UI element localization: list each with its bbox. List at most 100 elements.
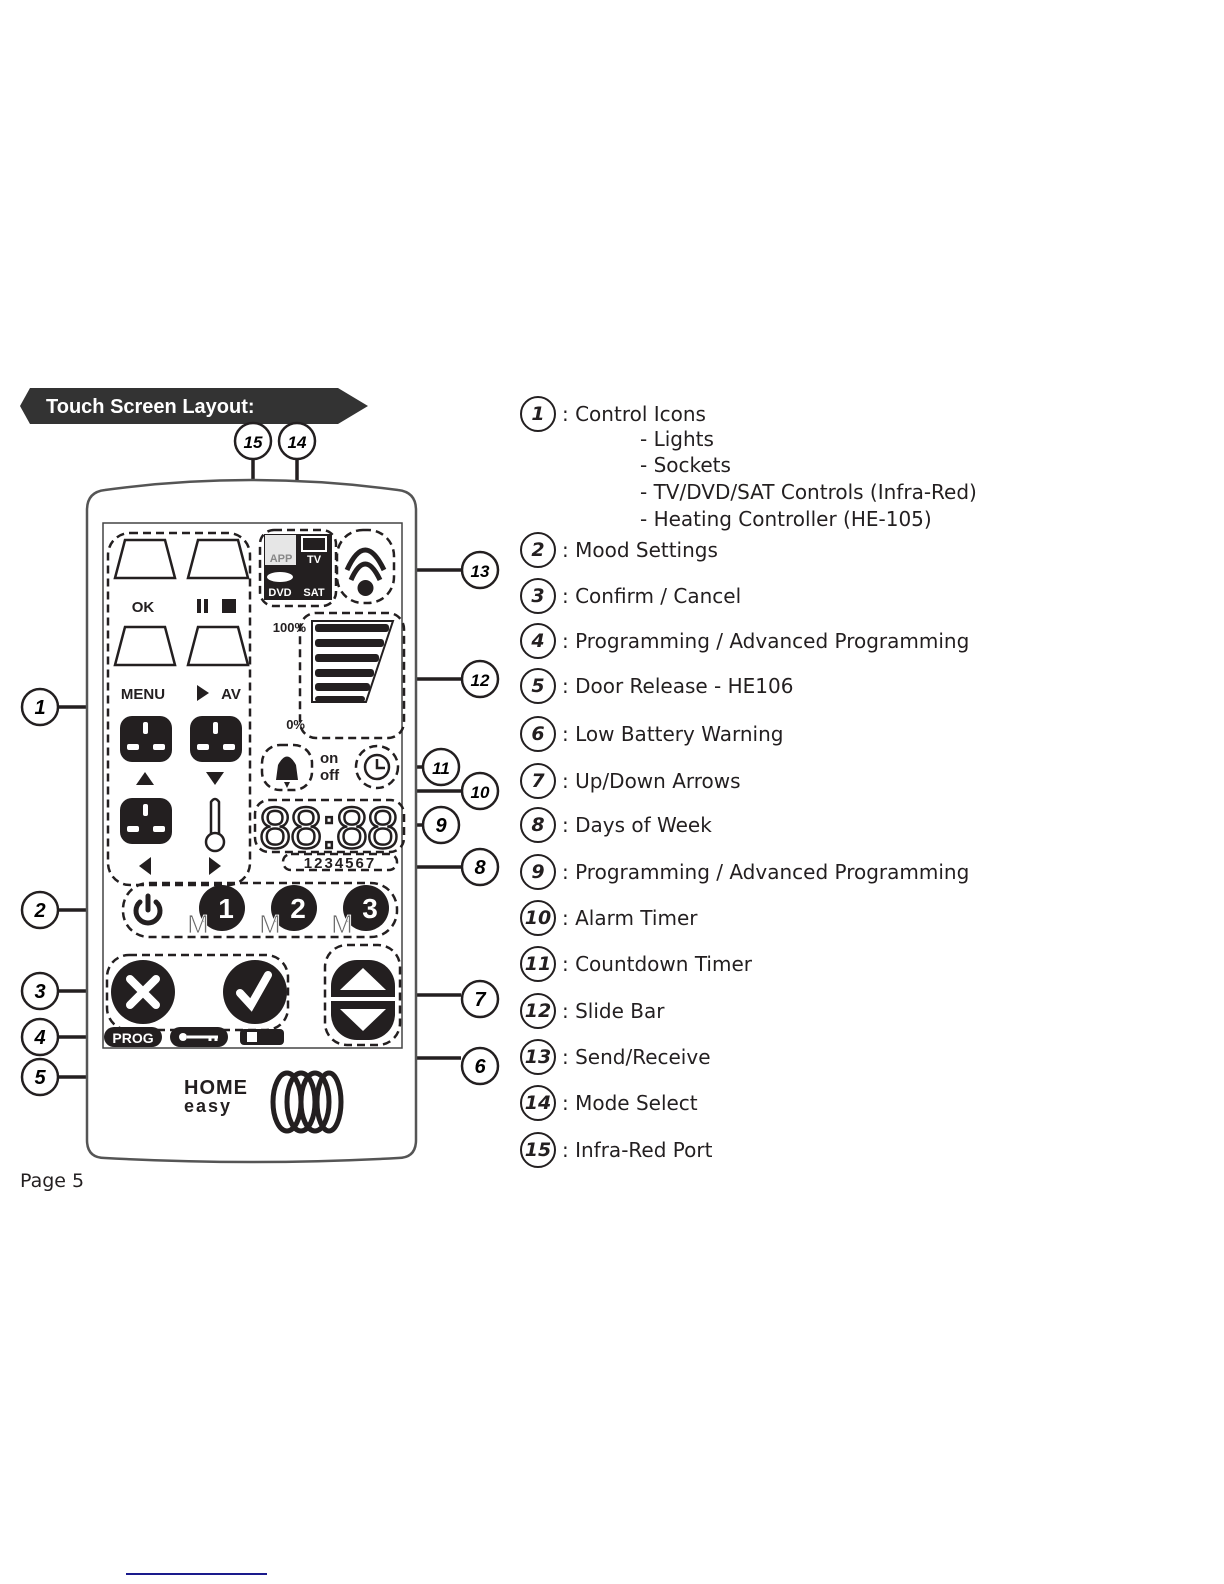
play-icon [197, 685, 209, 701]
legend-text: : Up/Down Arrows [562, 769, 741, 793]
legend-number: 5 [520, 668, 556, 704]
callout-number: 11 [432, 759, 450, 778]
legend-text: : Slide Bar [562, 999, 665, 1023]
legend-item: 9: Programming / Advanced Programming [520, 854, 969, 890]
left-arrow-icon [139, 857, 151, 875]
legend-number: 10 [520, 900, 556, 936]
mood-m-label: M [259, 909, 281, 939]
legend-text: : Confirm / Cancel [562, 584, 742, 608]
send-receive-icon [344, 547, 387, 596]
mood-buttons [199, 885, 389, 931]
callout-number: 2 [33, 900, 45, 922]
legend-item: 13: Send/Receive [520, 1039, 711, 1075]
legend-item: 5: Door Release - HE106 [520, 668, 793, 704]
legend-text: : Mood Settings [562, 538, 718, 562]
legend-number: 11 [520, 946, 556, 982]
legend-text: : Programming / Advanced Programming [562, 629, 970, 653]
socket-icons [120, 716, 242, 844]
legend-item: 1: Control Icons [520, 396, 706, 432]
days-of-week: 1234567 [304, 855, 376, 872]
mood-1-label: 1 [218, 893, 234, 924]
callout-number: 13 [471, 562, 490, 581]
callout-circle [460, 1046, 500, 1086]
tv-label: TV [307, 554, 322, 566]
callout-circle [20, 687, 60, 727]
home-easy-logo: HOME easy [184, 1070, 344, 1134]
legend-number: 3 [520, 578, 556, 614]
legend-number: 1 [520, 396, 556, 432]
legend-subitem: - Sockets [640, 453, 731, 477]
callout-number: 9 [435, 815, 447, 837]
down-arrow-icon [206, 772, 224, 785]
right-arrow-icon [209, 857, 221, 875]
mood-3-label: 3 [362, 893, 378, 924]
low-battery-icon [240, 1029, 284, 1045]
legend-text: : Door Release - HE106 [562, 674, 794, 698]
confirm-icon [223, 960, 287, 1024]
legend-text: : Send/Receive [562, 1045, 711, 1069]
callout-circle [460, 659, 500, 699]
callout-circle [233, 421, 273, 461]
legend-subitem: - Heating Controller (HE-105) [640, 507, 932, 531]
legend-text: : Countdown Timer [562, 952, 752, 976]
legend-text: : Mode Select [562, 1091, 698, 1115]
callout-number: 4 [33, 1027, 45, 1049]
legend-number: 2 [520, 532, 556, 568]
cancel-icon [111, 960, 175, 1024]
legend-number: 9 [520, 854, 556, 890]
mood-2-label: 2 [290, 893, 306, 924]
legend-item: 6: Low Battery Warning [520, 716, 783, 752]
ok-label: OK [132, 599, 155, 616]
legend-item: 7: Up/Down Arrows [520, 763, 741, 799]
legend-subitem: - Lights [640, 427, 714, 451]
legend-item: 4: Programming / Advanced Programming [520, 623, 969, 659]
thermometer-icon [204, 797, 226, 853]
key-icon [170, 1027, 228, 1047]
callout-circle [460, 847, 500, 887]
legend-text: : Control Icons [562, 402, 706, 426]
sat-label: SAT [303, 587, 324, 599]
dvd-label: DVD [268, 587, 291, 599]
callout-circle [20, 890, 60, 930]
legend-item: 11: Countdown Timer [520, 946, 752, 982]
on-label: on [320, 750, 338, 767]
pause-icon [197, 599, 201, 613]
callout-number: 6 [474, 1056, 486, 1078]
banner-title: Touch Screen Layout: [46, 396, 255, 418]
legend-text: : Programming / Advanced Programming [562, 860, 970, 884]
callout-circle [460, 979, 500, 1019]
legend-number: 7 [520, 763, 556, 799]
callout-number: 3 [34, 981, 45, 1003]
menu-label: MENU [121, 686, 165, 703]
slide-bar: 100% 0% [273, 620, 395, 732]
callout-circle [20, 971, 60, 1011]
legend-item: 15: Infra-Red Port [520, 1132, 712, 1168]
legend-item: 14: Mode Select [520, 1085, 698, 1121]
legend-text: : Alarm Timer [562, 906, 698, 930]
legend-number: 12 [520, 993, 556, 1029]
legend-number: 15 [520, 1132, 556, 1168]
legend-item: 3: Confirm / Cancel [520, 578, 741, 614]
logo-easy: easy [184, 1096, 232, 1116]
legend-number: 14 [520, 1085, 556, 1121]
callout-circle [421, 805, 461, 845]
stop-icon [222, 599, 236, 613]
callout-circle [20, 1017, 60, 1057]
callout-circle [460, 771, 500, 811]
av-label: AV [221, 686, 241, 703]
callout-number: 1 [34, 697, 45, 719]
prog-label: PROG [112, 1030, 153, 1046]
callout-circle [460, 550, 500, 590]
bell-icon [276, 756, 298, 788]
legend-subitem: - TV/DVD/SAT Controls (Infra-Red) [640, 480, 977, 504]
callout-circle [20, 1057, 60, 1097]
legend-number: 13 [520, 1039, 556, 1075]
clock-icon [363, 753, 391, 781]
off-label: off [320, 767, 340, 784]
legend-number: 4 [520, 623, 556, 659]
callout-number: 15 [244, 433, 263, 452]
logo-home: HOME [184, 1077, 248, 1099]
callout-number: 7 [474, 989, 486, 1011]
link-underline [126, 1573, 267, 1575]
